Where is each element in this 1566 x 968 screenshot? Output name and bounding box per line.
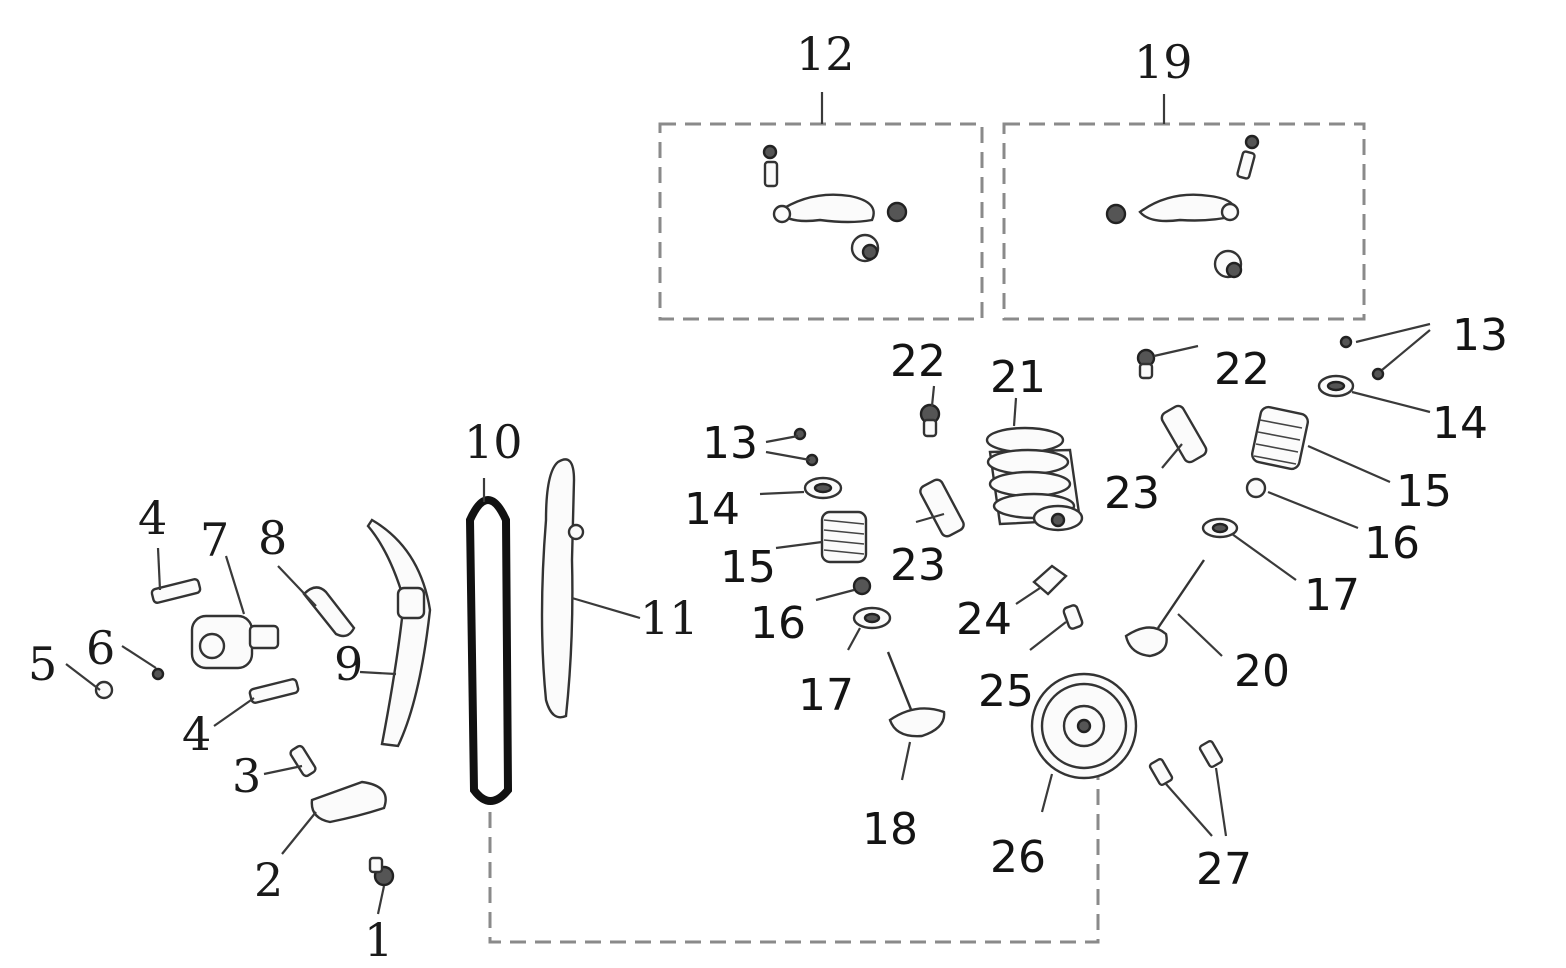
callout-18: 18: [862, 804, 918, 855]
callout-13-left: 13: [702, 418, 758, 469]
callout-19: 19: [1134, 35, 1193, 89]
callout-17-right: 17: [1304, 570, 1360, 621]
callout-4-upper: 4: [138, 491, 167, 545]
callout-1: 1: [364, 913, 393, 967]
callout-5: 5: [28, 637, 57, 691]
callout-12: 12: [796, 27, 855, 81]
chain-tensioner: [190, 614, 280, 670]
rocker-arm-assembly-12: [762, 144, 908, 263]
callout-15-left: 15: [720, 542, 776, 593]
tensioner-arm: [366, 518, 432, 748]
valve-train-right: [1124, 335, 1385, 658]
small-parts-left: [94, 578, 395, 887]
valve-train-left: [793, 427, 946, 738]
callout-9: 9: [334, 637, 363, 691]
callout-13-right: 13: [1452, 310, 1508, 361]
callout-14-left: 14: [684, 484, 740, 535]
callout-21: 21: [990, 352, 1046, 403]
callout-25: 25: [978, 666, 1034, 717]
leader-lines: [65, 92, 1431, 915]
chain-guide: [540, 458, 576, 719]
camshaft: [985, 426, 1084, 532]
callout-11: 11: [640, 591, 699, 645]
callout-23-left: 23: [890, 540, 946, 591]
callout-22-left: 22: [890, 336, 946, 387]
callout-17-left: 17: [798, 670, 854, 721]
callout-3: 3: [232, 749, 261, 803]
callout-2: 2: [254, 853, 283, 907]
callout-6: 6: [86, 621, 115, 675]
callout-14-right: 14: [1432, 398, 1488, 449]
callout-16-left: 16: [750, 598, 806, 649]
rocker-arm-group-box-12: [658, 122, 984, 321]
callout-15-right: 15: [1396, 466, 1452, 517]
tensioner-arm-pad: [396, 586, 426, 620]
timing-chain: [465, 496, 513, 805]
callout-4-lower: 4: [182, 707, 211, 761]
tensioner-gasket: [302, 586, 356, 638]
cam-sprocket: [1030, 672, 1138, 780]
small-parts-center: [919, 348, 1208, 630]
rocker-arm-assembly-19: [1105, 134, 1260, 279]
callout-26: 26: [990, 832, 1046, 883]
callout-7: 7: [200, 513, 229, 567]
callout-22-right: 22: [1214, 344, 1270, 395]
chain-guide-tab: [567, 523, 585, 541]
callout-20: 20: [1234, 646, 1290, 697]
sprocket-bolts: [1148, 740, 1224, 786]
callout-10: 10: [464, 415, 523, 469]
callout-23-right: 23: [1104, 468, 1160, 519]
timing-group-bracket: [488, 772, 1100, 944]
callout-27: 27: [1196, 844, 1252, 895]
rocker-arm-group-box-19: [1002, 122, 1366, 321]
callout-24: 24: [956, 594, 1012, 645]
callout-16-right: 16: [1364, 518, 1420, 569]
callout-8: 8: [258, 511, 287, 565]
